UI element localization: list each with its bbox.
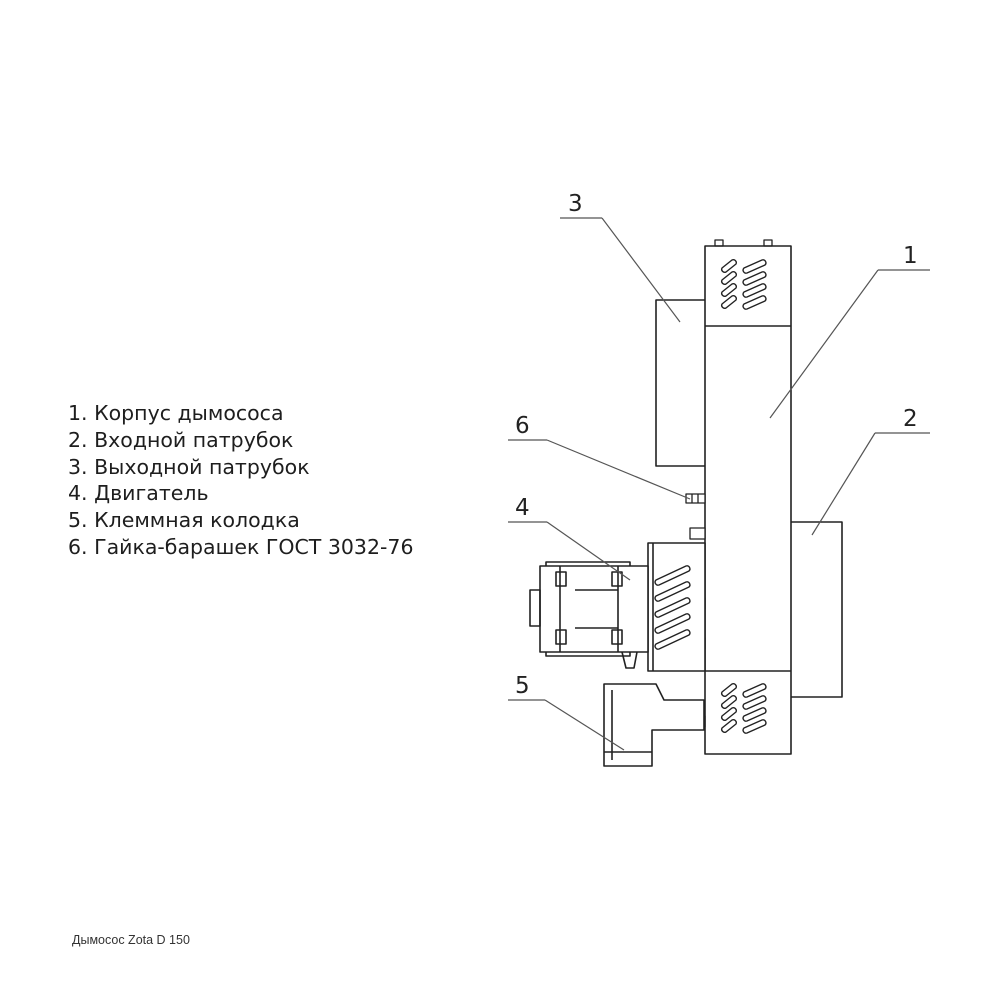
legend-item: 4. Двигатель xyxy=(68,481,209,506)
callout-6: 6 xyxy=(515,413,530,439)
inlet-pipe xyxy=(789,521,843,698)
callout-2: 2 xyxy=(903,406,918,432)
outlet-pipe xyxy=(655,299,707,467)
legend-item: 6. Гайка-барашек ГОСТ 3032-76 xyxy=(68,534,414,559)
legend-item: 2. Входной патрубок xyxy=(68,427,294,452)
housing xyxy=(704,239,792,755)
motor xyxy=(529,542,706,672)
legend-item: 3. Выходной патрубок xyxy=(68,454,310,479)
image-caption: Дымосос Zota D 150 xyxy=(72,933,190,947)
callout-1: 1 xyxy=(903,243,918,269)
legend-item: 5. Клеммная колодка xyxy=(68,508,300,533)
callout-3: 3 xyxy=(568,191,583,217)
legend-item: 1. Корпус дымососа xyxy=(68,401,284,425)
parts-legend: 1. Корпус дымососа 2. Входной патрубок 3… xyxy=(68,400,414,561)
leader-lines xyxy=(508,217,930,751)
callout-4: 4 xyxy=(515,495,530,521)
terminal-block xyxy=(603,683,705,767)
callout-5: 5 xyxy=(515,673,530,699)
